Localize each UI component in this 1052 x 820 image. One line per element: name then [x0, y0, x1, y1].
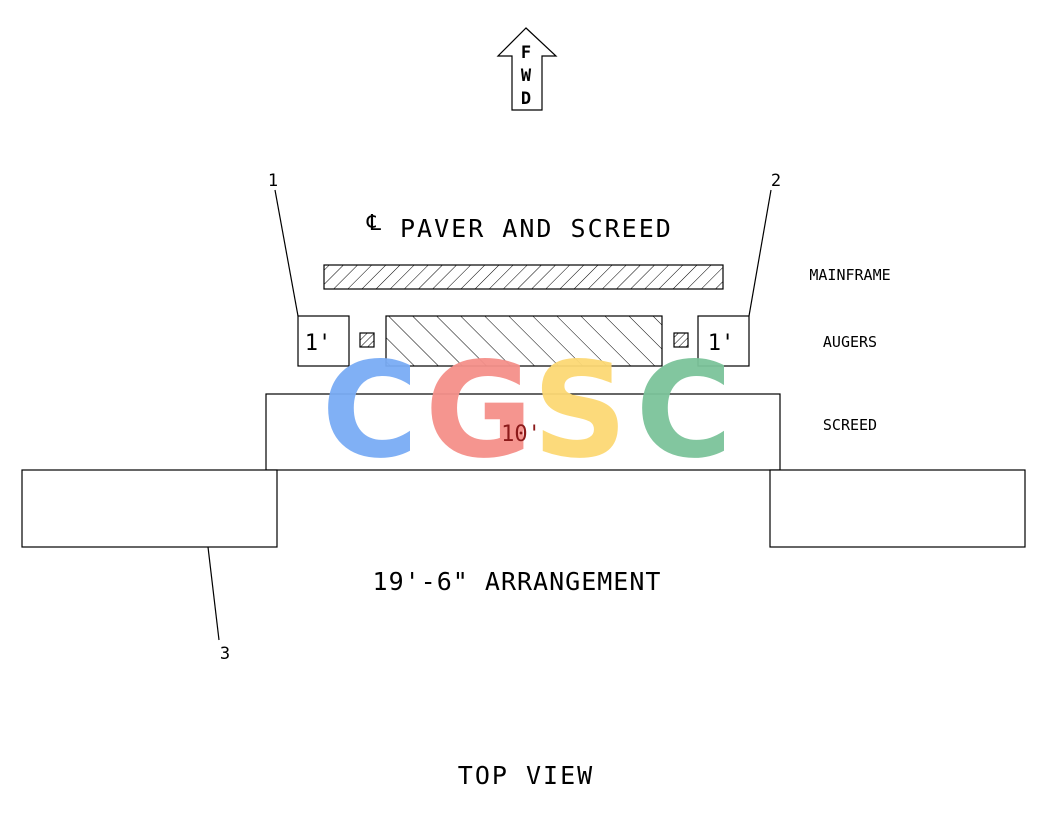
forward-arrow-icon: F W D [496, 27, 558, 111]
auger-left-width: 1' [305, 331, 332, 356]
arrow-letter-f: F [521, 43, 531, 63]
centerline-symbol: ℄ [366, 211, 382, 236]
leader-line-3 [207, 546, 220, 641]
label-screed: SCREED [823, 416, 877, 434]
auger-right-box [697, 315, 750, 367]
watermark-letter-c2: C [636, 334, 733, 488]
watermark-letter-c1: C [322, 334, 419, 488]
label-augers: AUGERS [823, 333, 877, 351]
auger-center-block [385, 315, 663, 367]
centerline-title: PAVER AND SCREED [400, 214, 673, 243]
arrangement-title: 19'-6" ARRANGEMENT [373, 567, 662, 596]
leader-line-1 [274, 189, 299, 317]
screed-main [265, 393, 781, 471]
auger-left-box [297, 315, 350, 367]
arrow-letter-d: D [521, 89, 531, 109]
mainframe-block [323, 264, 724, 290]
cgsc-watermark-logo: C G S C [322, 334, 733, 488]
callout-3: 3 [220, 644, 230, 664]
auger-right-width: 1' [708, 331, 735, 356]
screed-extension-right [769, 469, 1026, 548]
callout-1: 1 [268, 171, 278, 191]
label-mainframe: MAINFRAME [809, 266, 890, 284]
screed-width: 10' [501, 422, 541, 447]
auger-right-small [673, 332, 689, 348]
arrow-letter-w: W [521, 66, 532, 86]
watermark-letter-g: G [425, 334, 533, 488]
leader-line-2 [748, 189, 772, 317]
watermark-letter-s: S [532, 334, 627, 488]
view-title: TOP VIEW [458, 761, 594, 790]
callout-2: 2 [771, 171, 781, 191]
auger-left-small [359, 332, 375, 348]
screed-extension-left [21, 469, 278, 548]
